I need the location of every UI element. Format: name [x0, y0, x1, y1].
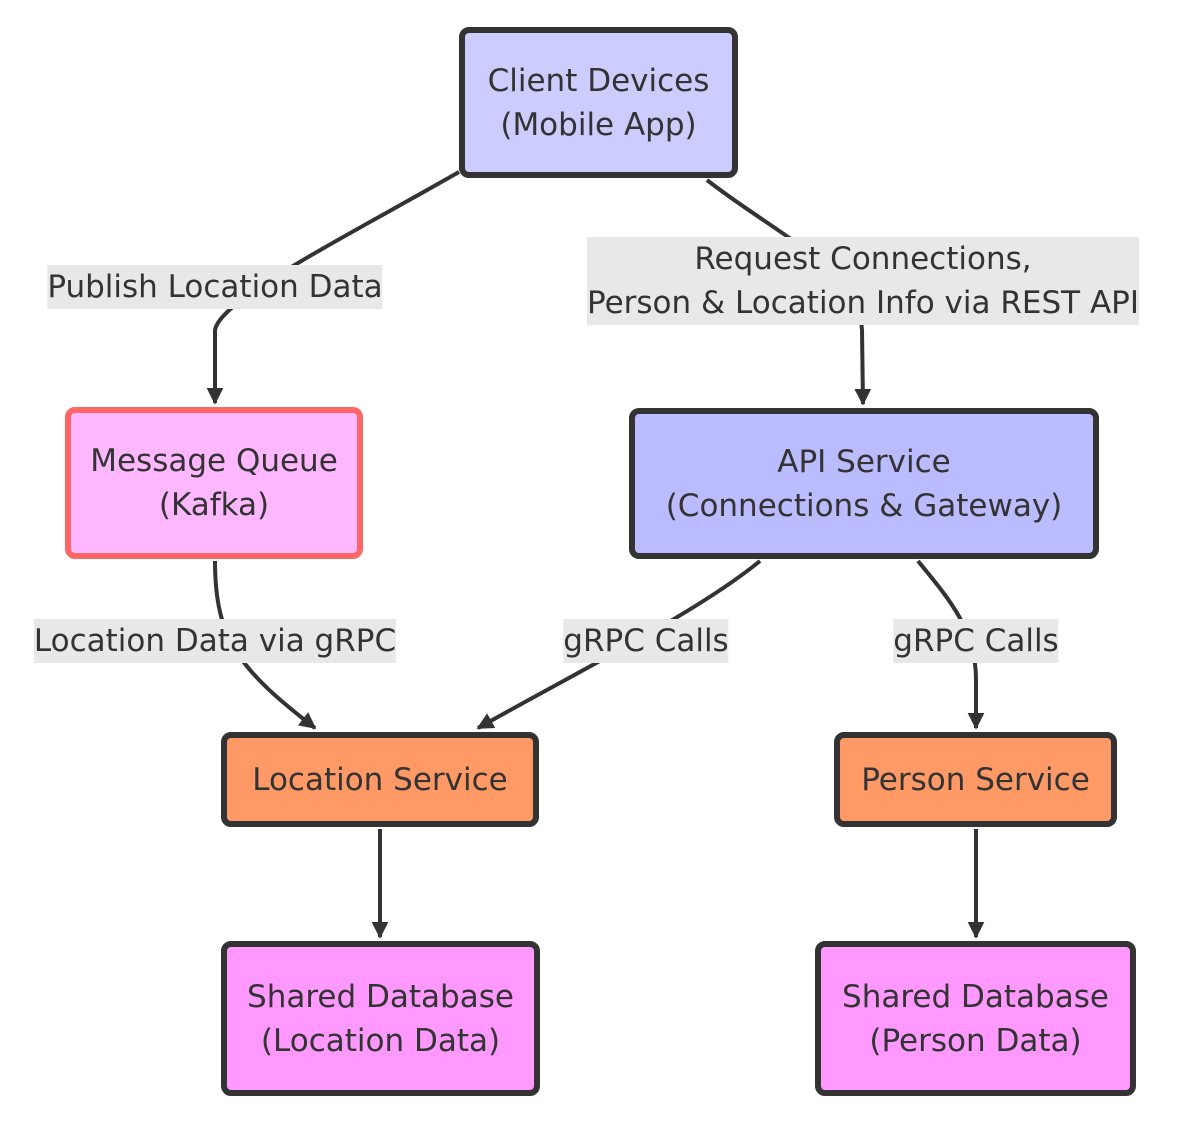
edge-label-grpc-calls-person: gRPC Calls	[893, 619, 1059, 663]
node-subtitle: (Person Data)	[869, 1022, 1082, 1059]
edge-label-text-line1: Request Connections,	[694, 241, 1032, 277]
edge-label-text-line2: Person & Location Info via REST API	[587, 285, 1139, 321]
edge-label-request-connections: Request Connections, Person & Location I…	[587, 237, 1139, 325]
node-subtitle: (Kafka)	[158, 487, 270, 523]
node-title: Location Service	[252, 761, 508, 798]
edge-label-text: Location Data via gRPC	[33, 623, 397, 659]
node-title: Shared Database	[247, 978, 514, 1015]
node-subtitle: (Mobile App)	[500, 106, 697, 143]
node-location-service: Location Service	[221, 732, 539, 827]
edge-label-text: gRPC Calls	[563, 623, 729, 659]
edge-label-location-data-via-grpc: Location Data via gRPC	[33, 619, 397, 663]
edge-label-text: gRPC Calls	[893, 623, 1059, 659]
node-title: Person Service	[861, 761, 1090, 798]
node-title: API Service	[777, 443, 951, 480]
node-client-devices: Client Devices (Mobile App)	[459, 27, 738, 178]
edge-label-text: Publish Location Data	[47, 269, 383, 305]
edge-label-publish-location-data: Publish Location Data	[47, 265, 383, 309]
node-subtitle: (Location Data)	[260, 1022, 501, 1059]
node-api-service: API Service (Connections & Gateway)	[629, 408, 1099, 559]
node-message-queue: Message Queue (Kafka)	[65, 407, 363, 559]
edge-label-grpc-calls-location: gRPC Calls	[563, 619, 729, 663]
node-person-service: Person Service	[834, 732, 1117, 827]
node-title: Message Queue	[90, 443, 338, 479]
node-subtitle: (Connections & Gateway)	[665, 487, 1063, 524]
node-title: Shared Database	[842, 978, 1109, 1015]
node-shared-database-person: Shared Database (Person Data)	[815, 941, 1136, 1096]
node-title: Client Devices	[487, 62, 710, 99]
node-shared-database-location: Shared Database (Location Data)	[221, 941, 540, 1096]
